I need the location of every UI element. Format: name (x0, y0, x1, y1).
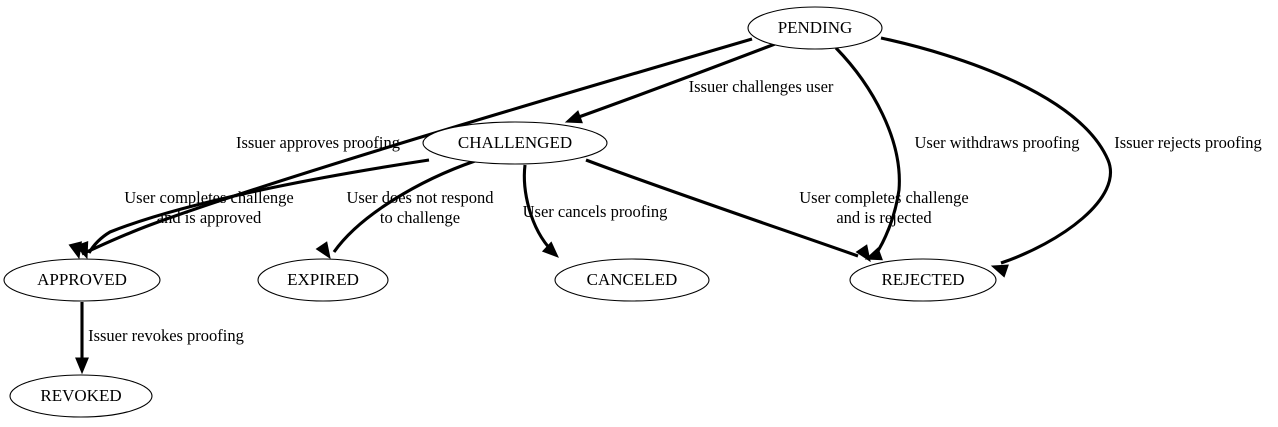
edge-label-line: User cancels proofing (523, 202, 668, 221)
edge-path-pending-rejected-reject (880, 36, 1112, 265)
node-ellipse-canceled (554, 258, 710, 302)
edge-path-challenged-approved (87, 158, 430, 254)
node-ellipse-pending (747, 6, 883, 50)
edge-label-line: User withdraws proofing (915, 133, 1080, 152)
node-label-canceled: CANCELED (587, 270, 678, 289)
state-node-challenged[interactable]: CHALLENGED (422, 121, 608, 165)
state-node-rejected[interactable]: REJECTED (849, 258, 997, 302)
edge-arrowhead-pending-challenged (564, 110, 583, 124)
edge-arrowhead-challenged-expired (315, 241, 331, 260)
edge-arrowhead-challenged-canceled (541, 241, 559, 258)
edge-label-line: and is approved (157, 208, 262, 227)
edge-challenged-rejected (585, 158, 883, 261)
edge-label-line: Issuer approves proofing (236, 133, 400, 152)
node-label-challenged: CHALLENGED (458, 133, 572, 152)
edge-label-line: Issuer challenges user (689, 77, 834, 96)
edge-arrowhead-pending-rejected-withdraw (855, 244, 871, 263)
edge-challenged-canceled (522, 164, 559, 258)
edge-path-challenged-expired (332, 159, 476, 253)
edge-label-pending-challenged: Issuer challenges user (689, 77, 834, 96)
edge-label-line: Issuer rejects proofing (1114, 133, 1262, 152)
edge-label-line: Issuer revokes proofing (88, 326, 244, 345)
edge-label-line: and is rejected (836, 208, 932, 227)
node-label-expired: EXPIRED (287, 270, 359, 289)
node-ellipse-approved (3, 258, 161, 302)
node-ellipse-revoked (9, 374, 153, 418)
edge-challenged-approved (75, 158, 430, 260)
edge-arrowhead-challenged-rejected (864, 247, 883, 261)
edge-label-pending-approved: Issuer approves proofing (236, 133, 400, 152)
node-ellipse-expired (257, 258, 389, 302)
edge-label-approved-revoked: Issuer revokes proofing (88, 326, 244, 345)
state-node-canceled[interactable]: CANCELED (554, 258, 710, 302)
edge-label-line: User does not respond (346, 188, 494, 207)
edge-label-line: User completes challenge (799, 188, 969, 207)
node-label-revoked: REVOKED (40, 386, 121, 405)
node-ellipse-challenged (422, 121, 608, 165)
node-ellipse-rejected (849, 258, 997, 302)
edge-approved-revoked (75, 302, 89, 375)
node-label-approved: APPROVED (37, 270, 127, 289)
edge-label-pending-rejected-reject: Issuer rejects proofing (1114, 133, 1262, 152)
edge-path-pending-challenged (575, 42, 776, 120)
edge-challenged-expired (315, 159, 476, 260)
edges-layer (68, 36, 1112, 375)
node-label-rejected: REJECTED (881, 270, 964, 289)
state-node-approved[interactable]: APPROVED (3, 258, 161, 302)
edge-arrowhead-pending-rejected-reject (990, 264, 1009, 278)
edge-pending-rejected-reject (880, 36, 1112, 278)
nodes-layer: PENDING CHALLENGED APPROVED EXPIRED CANCELED… (3, 6, 997, 418)
edge-pending-rejected-withdraw (834, 46, 901, 263)
edge-label-line: User completes challenge (124, 188, 294, 207)
state-node-pending[interactable]: PENDING (747, 6, 883, 50)
edge-path-pending-rejected-withdraw (834, 46, 901, 258)
edge-path-challenged-canceled (522, 164, 554, 253)
edge-label-line: to challenge (380, 208, 460, 227)
edge-path-pending-approved (81, 37, 753, 256)
edge-arrowhead-challenged-approved (75, 241, 89, 260)
edge-label-pending-rejected-withdraw: User withdraws proofing (915, 133, 1080, 152)
edge-path-challenged-rejected (585, 158, 859, 258)
node-label-pending: PENDING (778, 18, 853, 37)
state-node-expired[interactable]: EXPIRED (257, 258, 389, 302)
edge-label-challenged-canceled: User cancels proofing (523, 202, 668, 221)
edge-labels-layer: Issuer approves proofing Issuer challenge… (88, 77, 1262, 345)
edge-pending-challenged (564, 42, 776, 124)
edge-arrowhead-approved-revoked (75, 357, 89, 375)
state-node-revoked[interactable]: REVOKED (9, 374, 153, 418)
